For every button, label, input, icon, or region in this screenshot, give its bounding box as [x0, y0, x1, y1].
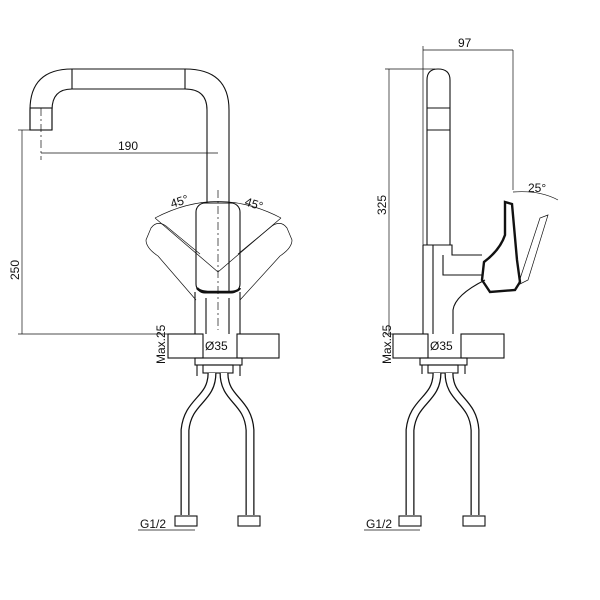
max-thickness-side: Max.25 — [380, 324, 394, 364]
spout-side — [426, 68, 451, 245]
thread-size-side: G1/2 — [366, 517, 392, 531]
spout-outline — [29, 68, 230, 292]
angle-left: 45° — [169, 192, 191, 211]
dim-depth: 97 — [458, 36, 472, 50]
lever-angle: 25° — [528, 181, 546, 195]
hole-diameter: Ø35 — [205, 339, 228, 353]
side-view: 25° 97 325 Ø35 Max.25 G1/2 — [364, 36, 559, 531]
thread-size: G1/2 — [140, 517, 166, 531]
front-view: 190 250 45° 45° Ø35 Max.25 G1/2 — [8, 68, 293, 531]
dim-height-side: 325 — [375, 195, 389, 215]
angle-right: 45° — [243, 195, 265, 214]
dim-reach: 190 — [118, 139, 138, 153]
handle — [195, 202, 241, 294]
hole-diameter-side: Ø35 — [430, 339, 453, 353]
dim-height: 250 — [8, 260, 22, 280]
max-thickness: Max.25 — [154, 324, 168, 364]
